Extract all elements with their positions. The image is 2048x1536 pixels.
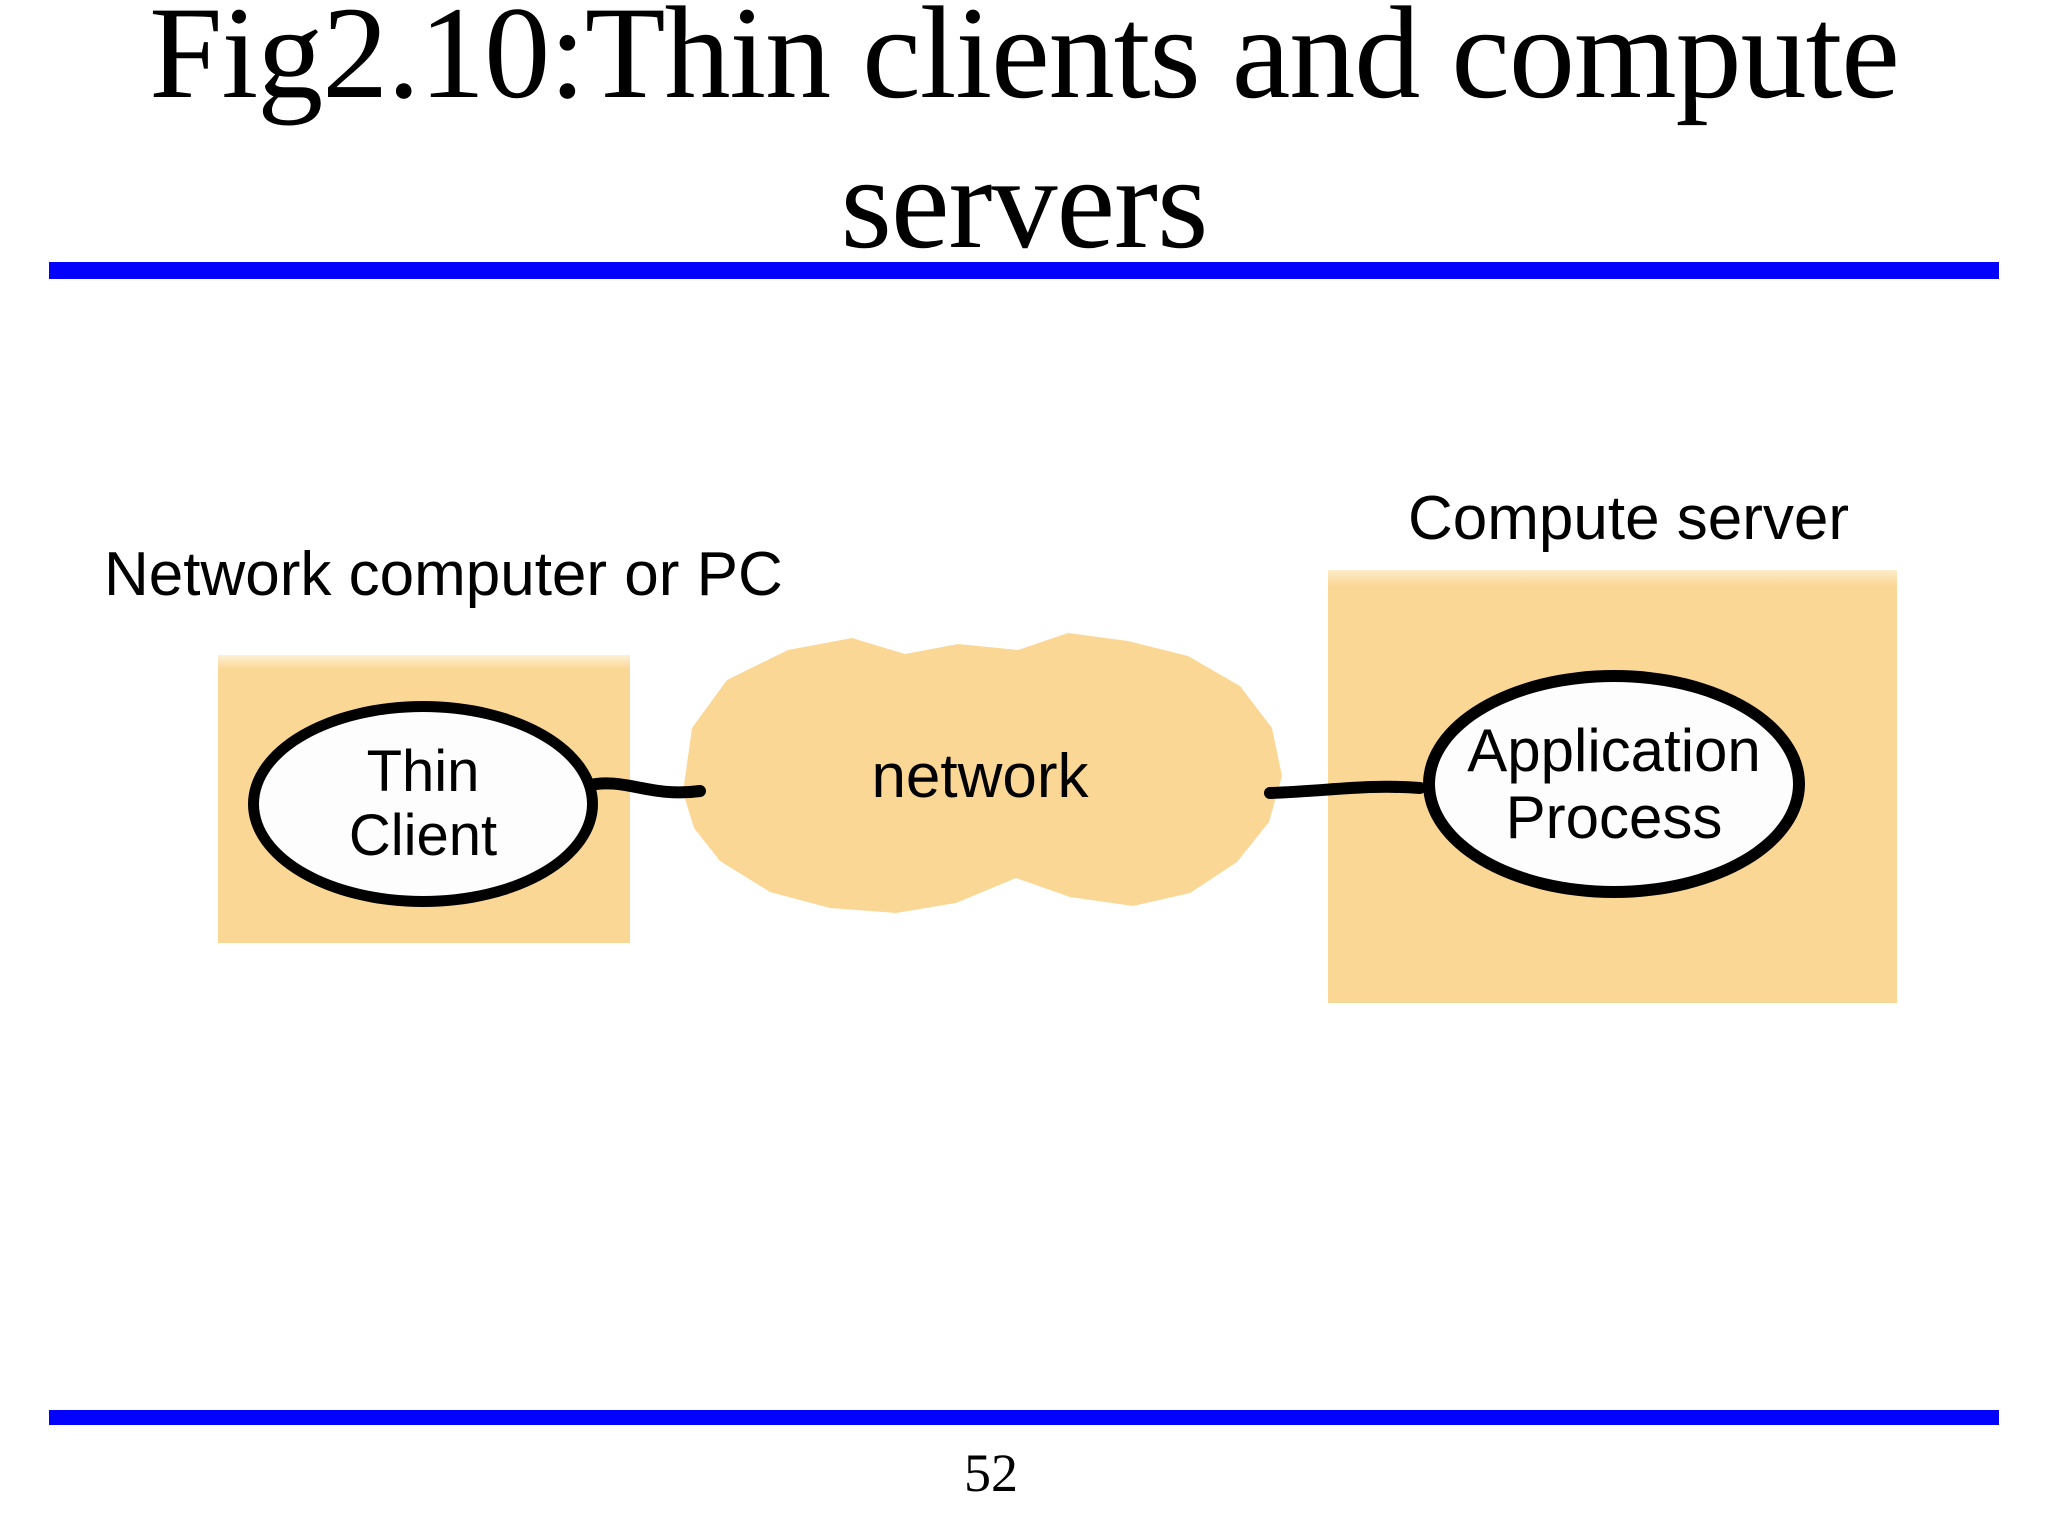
thin-client-node: Thin Client [248, 701, 598, 907]
application-process-label: Application Process [1467, 716, 1761, 851]
footer-line [49, 1410, 1999, 1425]
network-server-link [1264, 780, 1426, 799]
network-cloud [683, 633, 1282, 913]
network-label: network [871, 742, 1089, 811]
application-process-node: Application Process [1423, 670, 1805, 898]
thin-client-label: Thin Client [348, 739, 498, 868]
server-box-caption: Compute server [1408, 484, 1850, 553]
page-number: 52 [964, 1443, 1018, 1503]
client-network-link [579, 777, 706, 799]
slide-title: Fig2.10:Thin clients and compute servers [149, 0, 1900, 276]
title-divider-line [49, 262, 1999, 279]
client-box-caption: Network computer or PC [104, 540, 783, 609]
